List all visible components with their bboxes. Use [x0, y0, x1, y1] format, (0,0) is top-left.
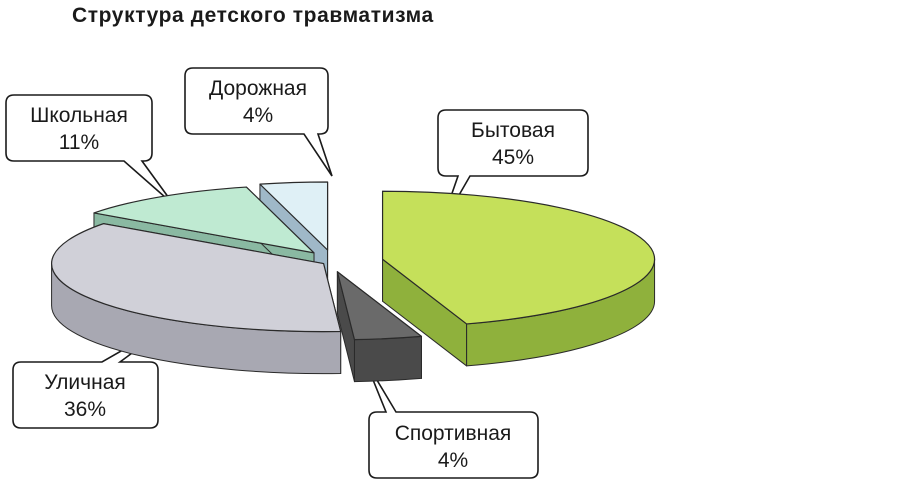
callout-sportivnaya-box — [364, 359, 539, 479]
pie-slice — [381, 190, 656, 367]
pie-slice-top — [51, 223, 342, 333]
callout-dorozhnaya: Дорожная 4% — [184, 67, 333, 177]
slice-value: 36% — [64, 398, 106, 421]
pie-slice-top — [336, 271, 423, 341]
slice-label: Дорожная — [209, 77, 307, 100]
callout-bytovaya: Бытовая 45% — [437, 109, 589, 229]
pie-slice-side — [353, 335, 422, 383]
slice-label: Уличная — [44, 371, 126, 394]
slice-label: Школьная — [30, 104, 128, 127]
callout-shkolnaya-box — [5, 94, 175, 206]
callout-dorozhnaya-box — [184, 67, 333, 177]
pie-slice-top — [259, 181, 329, 251]
pie-slice-top — [381, 190, 656, 325]
pie-slices — [51, 181, 656, 383]
callout-shkolnaya: Школьная 11% — [5, 94, 175, 206]
slice-value: 11% — [59, 131, 99, 154]
slice-label: Бытовая — [471, 119, 555, 142]
slice-value: 45% — [492, 146, 534, 169]
pie-slice — [51, 223, 342, 375]
chart-title: Структура детского травматизма — [72, 4, 434, 27]
callout-sportivnaya: Спортивная 4% — [364, 359, 539, 479]
pie-slice — [336, 271, 423, 383]
slice-value: 4% — [243, 104, 273, 127]
pie-slice-top — [93, 186, 315, 254]
slice-label: Спортивная — [395, 422, 512, 445]
slice-value: 4% — [438, 449, 468, 472]
